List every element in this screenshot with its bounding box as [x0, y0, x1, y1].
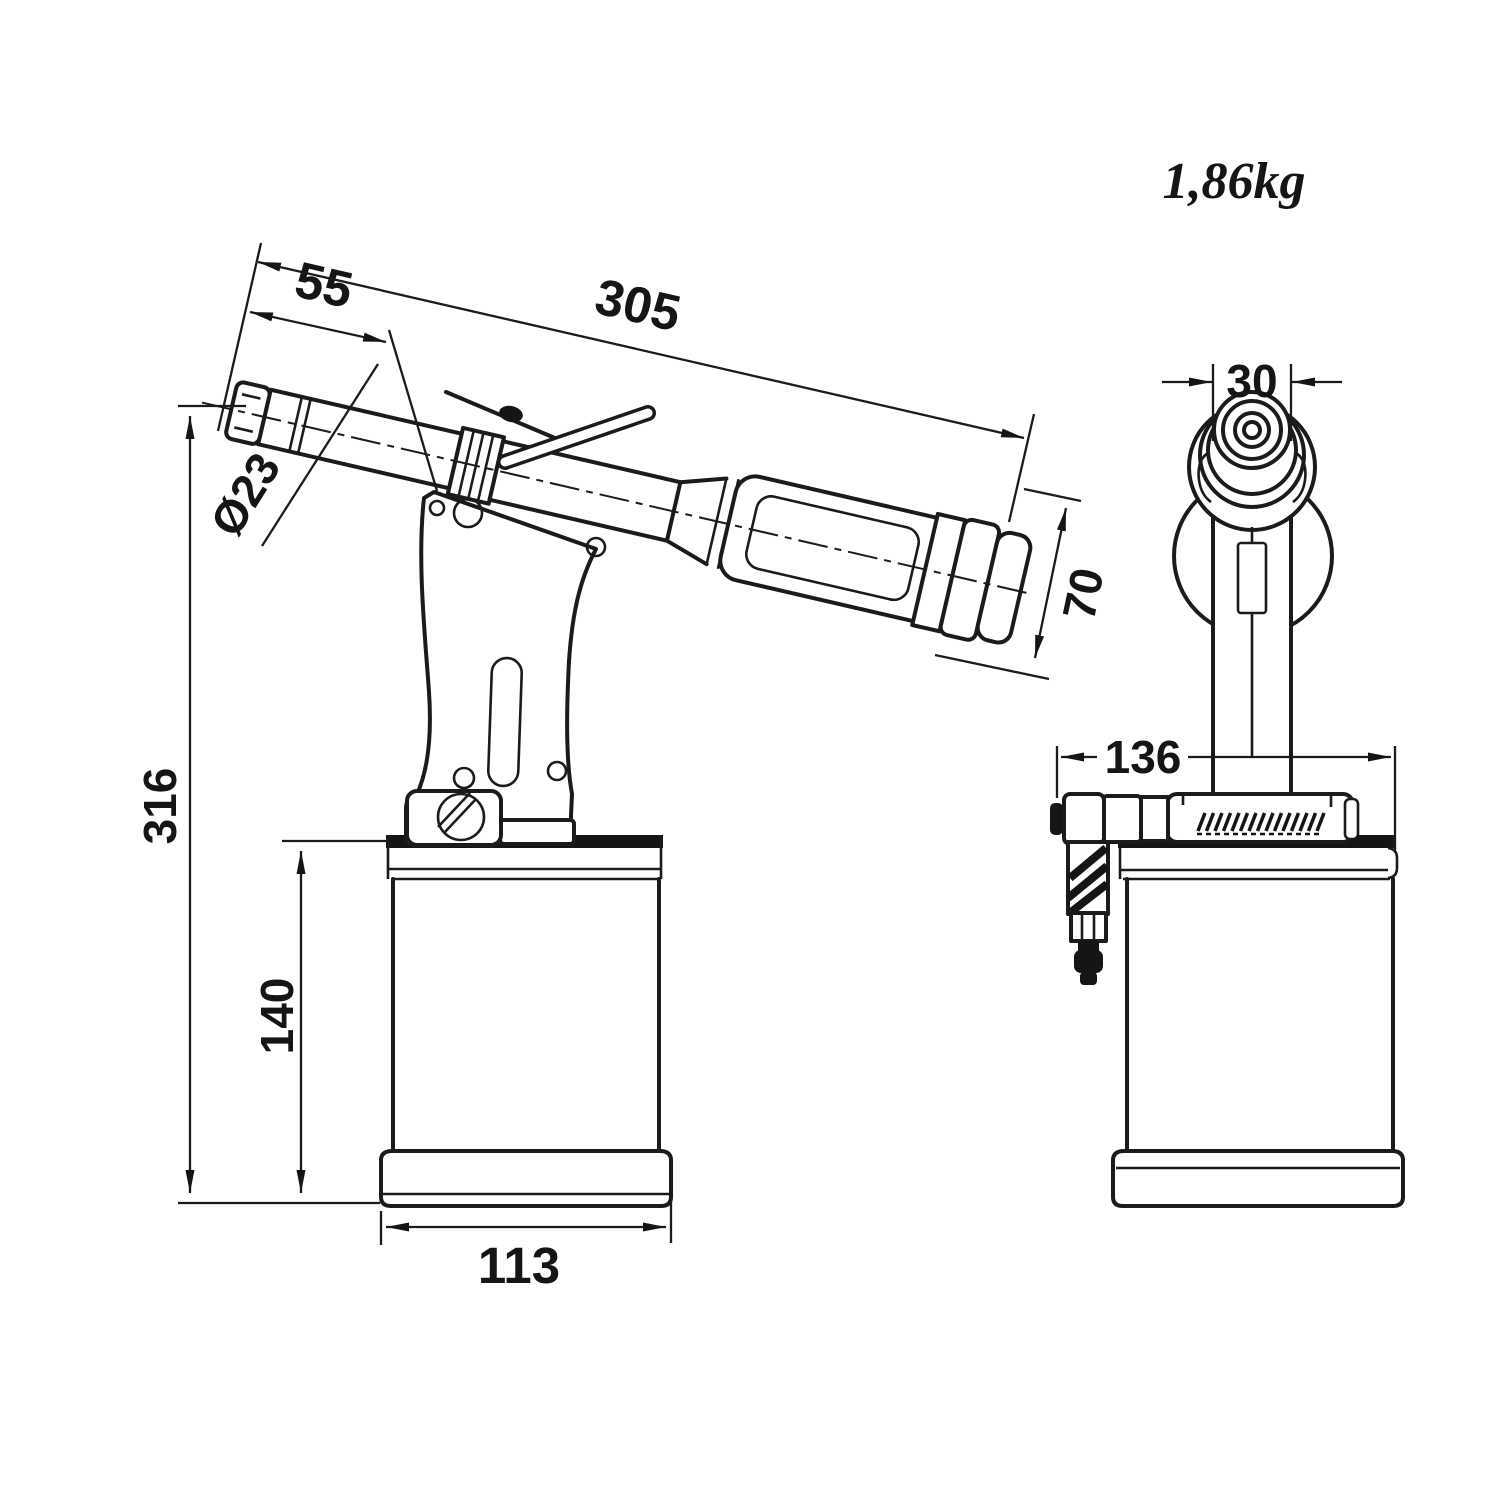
dim-base-width: 113: [379, 1156, 673, 1294]
knurled-plate: [1165, 792, 1360, 844]
dim-reservoir-height: 140: [251, 839, 388, 1193]
air-inlet-fitting: [1050, 792, 1170, 985]
quick-connect-plug: [1074, 950, 1103, 973]
elbow-body: [1062, 792, 1106, 846]
front-head: [1172, 390, 1334, 797]
handle-slot: [1236, 541, 1268, 615]
handle-sides: [1211, 498, 1293, 797]
dim-overall-length-label: 305: [590, 268, 686, 343]
dim-overall-height-label: 316: [134, 768, 186, 845]
trigger-lever: [500, 408, 653, 467]
reservoir-walls: [391, 877, 661, 1153]
reservoir-base: [379, 1149, 673, 1208]
nipple-hatching: [1065, 844, 1110, 916]
weight-label: 1,86kg: [1163, 153, 1306, 210]
dim-base-depth-label: 136: [1105, 731, 1182, 783]
elbow-nut: [1101, 794, 1143, 844]
dim-overall-height: 316: [134, 404, 380, 1205]
dim-base-width-label: 113: [478, 1237, 560, 1294]
side-view: [201, 380, 1033, 1208]
grip-pins: [428, 497, 607, 790]
mandrel-bore: [1242, 420, 1262, 440]
tool-body: [201, 380, 1033, 645]
side-ears: [1197, 448, 1307, 504]
clamp-step: [498, 818, 576, 846]
dim-overall-length: 305: [216, 242, 1036, 523]
side-reservoir: [379, 835, 673, 1208]
dim-base-depth: 136: [1055, 731, 1397, 850]
front-view: [1050, 390, 1405, 1208]
reservoir-walls: [1125, 877, 1395, 1153]
dim-reservoir-height-label: 140: [251, 978, 303, 1055]
dim-head-width-label: 30: [1226, 355, 1277, 407]
grip-slot: [486, 656, 524, 788]
pistol-grip: [404, 490, 598, 847]
reservoir-base: [1111, 1149, 1405, 1208]
plate-clip: [1343, 797, 1360, 841]
dim-nose-length-label: 55: [290, 251, 358, 319]
dim-rear-cap: 70: [934, 487, 1114, 681]
dim-nose-diameter-label: Ø23: [200, 444, 290, 545]
dim-head-width: 30: [1162, 355, 1342, 441]
knurl-hatching: [1196, 812, 1326, 832]
dim-rear-cap-label: 70: [1052, 563, 1114, 624]
front-reservoir: [1111, 835, 1405, 1208]
